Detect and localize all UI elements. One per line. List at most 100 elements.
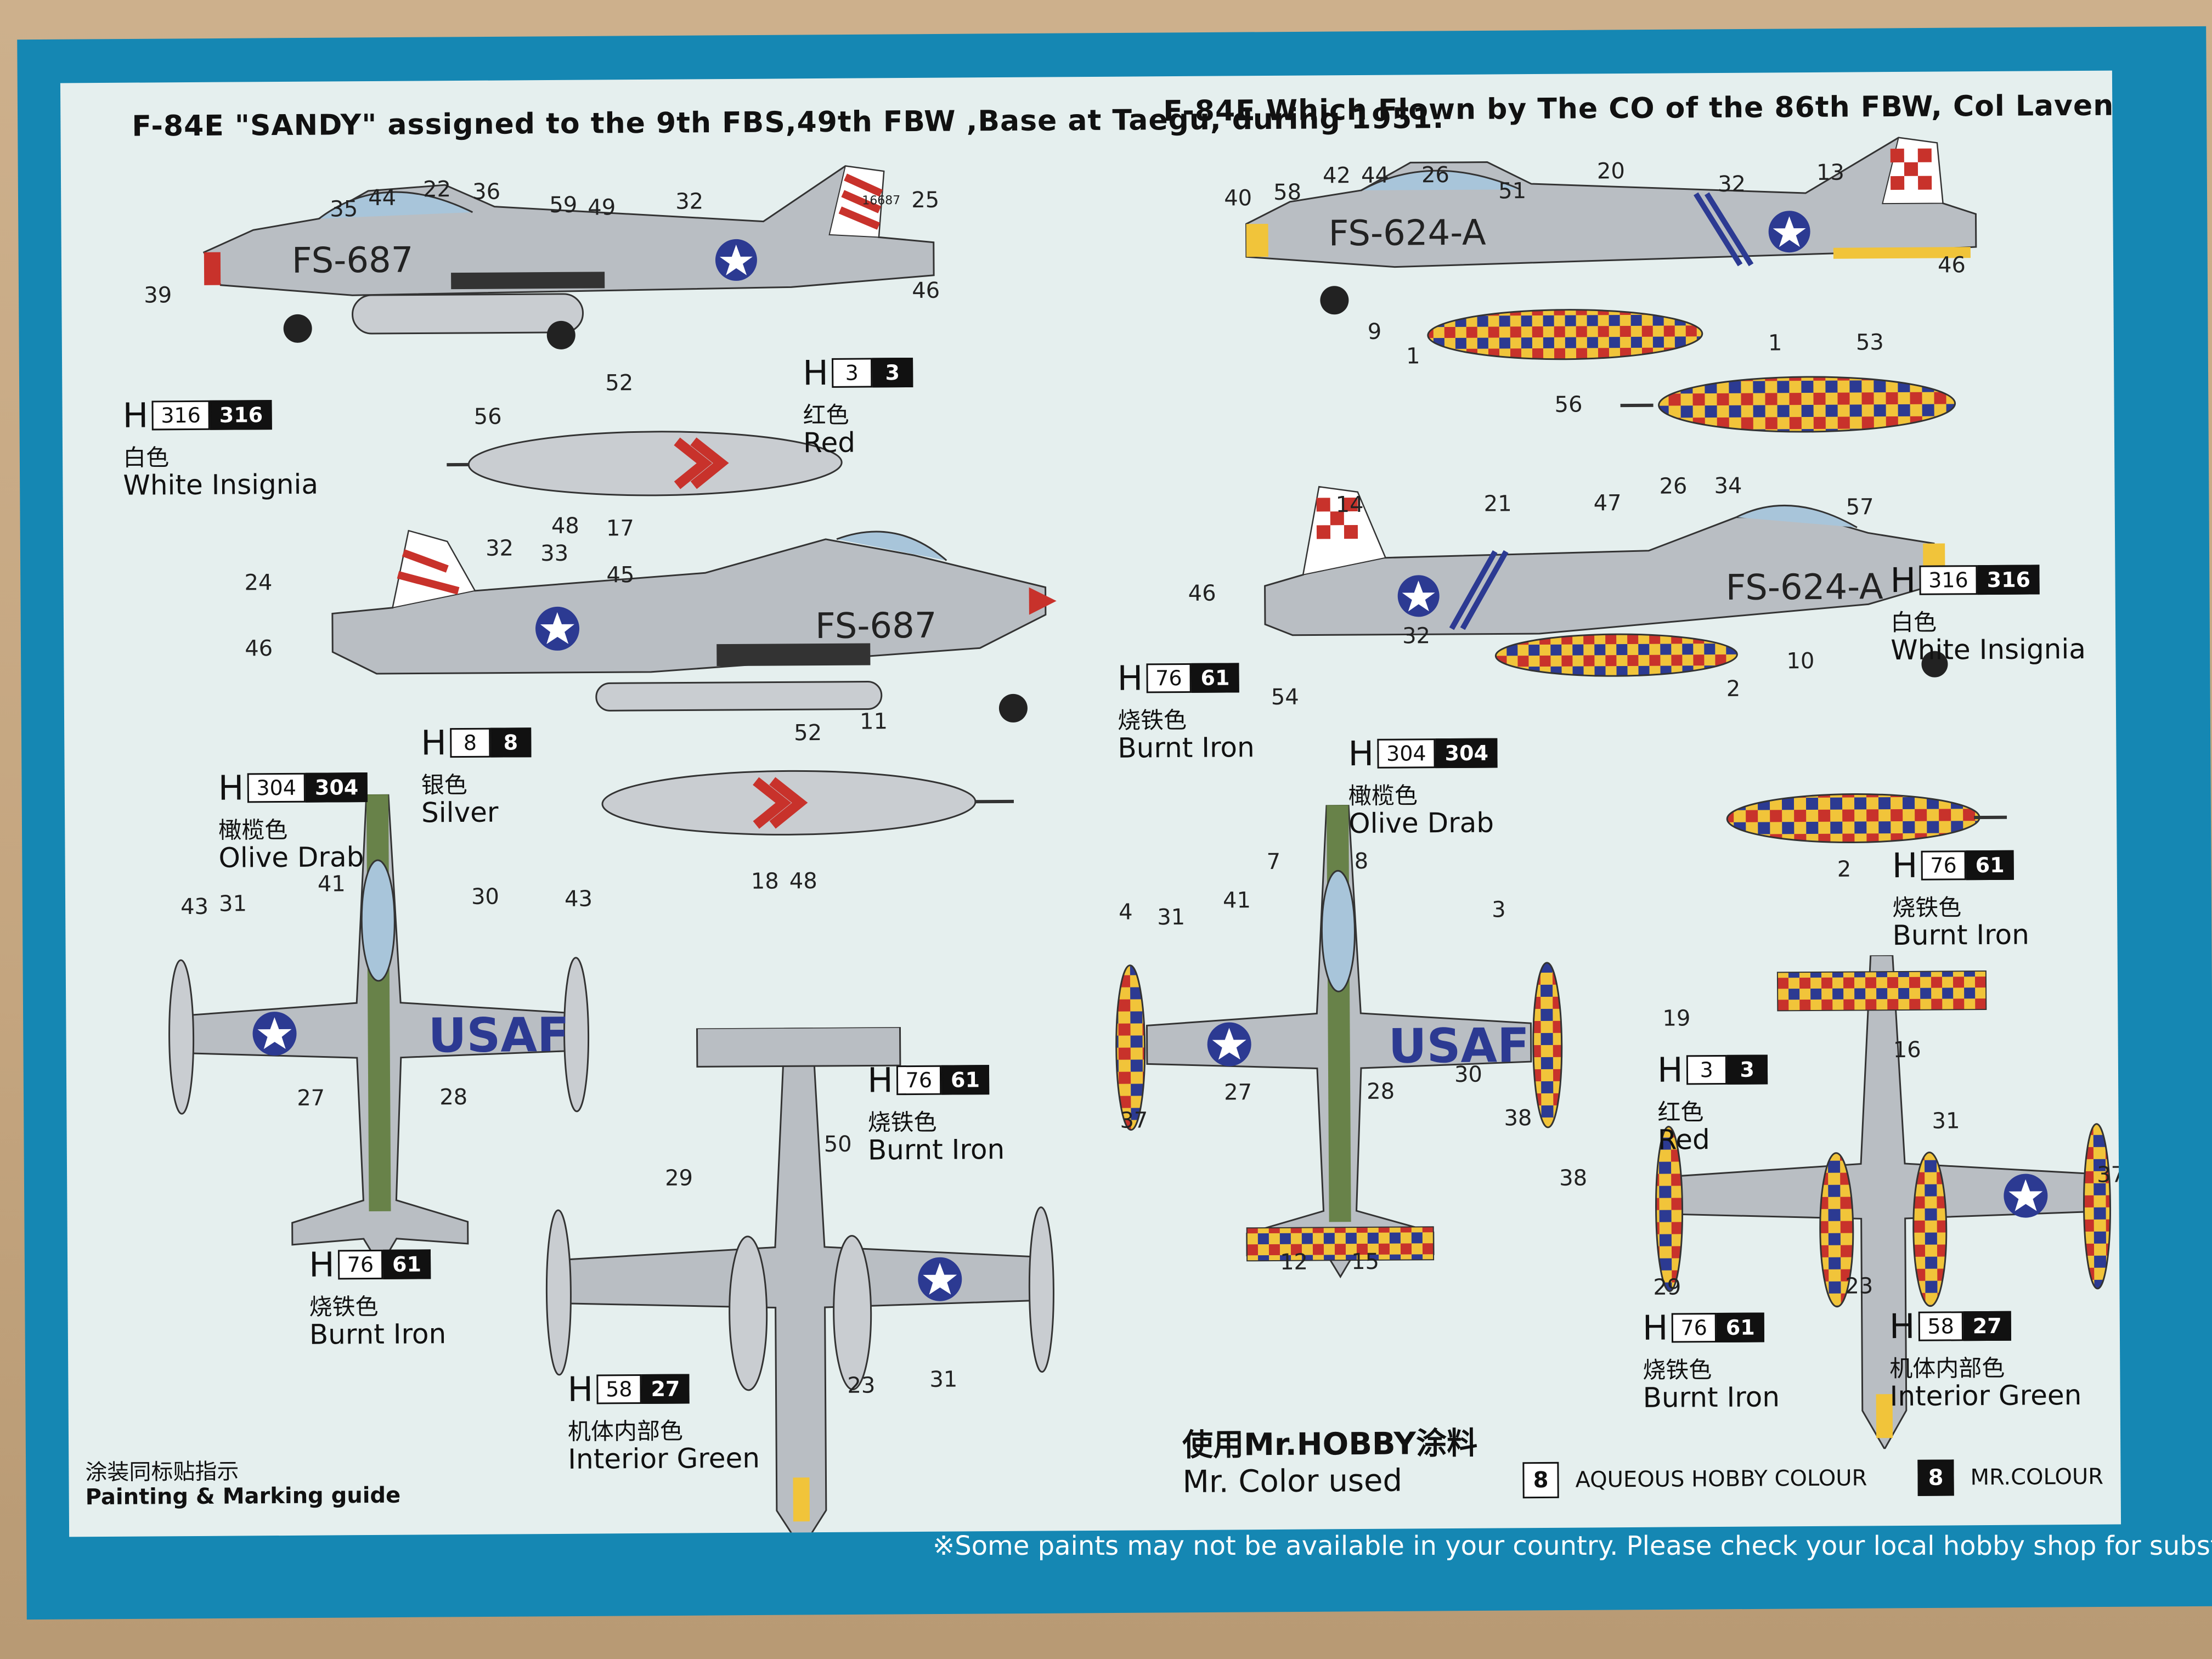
mrcolor-used: Mr. Color used [1182, 1463, 1403, 1500]
left-plane-side-2: FS-687 [331, 529, 1057, 723]
callout: 25 [911, 187, 940, 213]
callout: 18 [751, 868, 779, 894]
callout: 37 [2097, 1162, 2121, 1188]
callout: 17 [606, 516, 634, 541]
callout: 2 [1837, 856, 1852, 882]
swatch-cn: 烧铁色 [867, 1108, 937, 1136]
callout: 58 [1273, 179, 1302, 205]
left-drop-tank-2 [601, 770, 1014, 836]
swatch-cn: 橄榄色 [218, 816, 288, 844]
marking-guide-sheet: F-84E "SANDY" assigned to the 9th FBS,49… [60, 70, 2121, 1537]
callout: 46 [1937, 252, 1966, 278]
right-plane-bottom-view [1655, 954, 2112, 1451]
right-drop-tank-3 [1726, 793, 2007, 844]
swatch-cn: 橄榄色 [1348, 782, 1418, 810]
swatch-cn: 烧铁色 [1892, 894, 1962, 922]
callout: 42 [1322, 163, 1351, 189]
swatch-en: White Insignia [123, 468, 319, 501]
callout: 31 [1932, 1108, 1960, 1134]
callout: 52 [794, 720, 822, 746]
left-tail-number: 16687 [862, 194, 900, 207]
right-plane-side-2: FS-624-A [1264, 486, 1948, 678]
callout: 45 [606, 562, 635, 588]
legend-mrcolor-box: 8 [1917, 1459, 1954, 1496]
callout: 14 [1335, 492, 1364, 518]
left-plane-side-1: FS-687 16687 [202, 165, 935, 349]
swatch-cn: 银色 [421, 771, 467, 799]
callout: 26 [1421, 162, 1450, 188]
swatch-cn: 机体内部色 [567, 1417, 684, 1445]
callout: 9 [1367, 319, 1382, 345]
callout: 48 [551, 513, 579, 539]
callout: 56 [1554, 392, 1583, 417]
swatch-cn: 白色 [122, 444, 170, 471]
swatch-en: Interior Green [1889, 1379, 2082, 1413]
callout: 32 [485, 535, 514, 561]
legend-aqueous-box: 8 [1522, 1462, 1559, 1499]
swatch-en: Burnt Iron [1118, 731, 1255, 764]
callout: 59 [549, 192, 578, 218]
callout: 26 [1659, 473, 1688, 499]
callout: 43 [564, 886, 593, 912]
left-wing-usaf: USAF [428, 1008, 569, 1064]
left-plane-bottom-view [545, 1026, 1054, 1537]
callout: 36 [472, 179, 501, 205]
callout: 22 [422, 177, 452, 202]
left-plane-code-2: FS-687 [815, 606, 937, 647]
callout: 46 [1188, 580, 1216, 606]
callout: 38 [1559, 1165, 1588, 1191]
callout: 35 [330, 196, 358, 222]
callout: 4 [1119, 899, 1133, 925]
callout: 30 [1454, 1062, 1483, 1087]
right-wing-usaf: USAF [1388, 1018, 1530, 1074]
callout: 3 [1492, 897, 1506, 923]
right-drop-tank-2 [1620, 376, 1956, 433]
callout: 19 [1662, 1006, 1691, 1031]
right-plane-code-2: FS-624-A [1725, 567, 1883, 608]
callout: 43 [180, 894, 209, 920]
availability-note: ※Some paints may not be available in you… [933, 1531, 2212, 1561]
callout: 11 [859, 709, 888, 735]
callout: 34 [1714, 473, 1742, 499]
callout: 37 [1120, 1108, 1148, 1133]
callout: 12 [1279, 1249, 1308, 1275]
swatch-cn: 烧铁色 [1643, 1356, 1712, 1384]
callout: 48 [789, 868, 817, 894]
callout: 28 [439, 1084, 468, 1110]
swatch-en: Silver [421, 796, 499, 829]
callout: 13 [1816, 160, 1845, 185]
swatch-cn: 红色 [803, 401, 849, 429]
callout: 52 [605, 370, 634, 396]
callout: 30 [471, 884, 500, 910]
callout: 31 [218, 891, 247, 917]
swatch-cn: 烧铁色 [309, 1293, 379, 1321]
callout: 32 [675, 189, 704, 215]
legend-aqueous-label: AQUEOUS HOBBY COLOUR [1575, 1465, 1867, 1493]
callout: 39 [144, 283, 172, 308]
callout: 31 [929, 1367, 958, 1392]
callout: 40 [1224, 185, 1252, 211]
callout: 27 [1224, 1080, 1252, 1105]
swatch-en: Burnt Iron [309, 1318, 447, 1351]
swatch-en: Burnt Iron [1892, 918, 2030, 952]
callout: 50 [823, 1131, 852, 1157]
right-drop-tank-1 [1427, 309, 1703, 360]
callout: 1 [1406, 343, 1420, 369]
callout: 46 [245, 636, 273, 662]
legend-aqueous: 8 AQUEOUS HOBBY COLOUR [1522, 1460, 1867, 1499]
callout: 56 [473, 404, 502, 430]
callout: 46 [912, 278, 940, 303]
callout: 27 [297, 1085, 325, 1111]
callout: 21 [1483, 491, 1512, 517]
left-plane-code: FS-687 [292, 240, 414, 281]
left-drop-tank-1 [447, 431, 843, 496]
